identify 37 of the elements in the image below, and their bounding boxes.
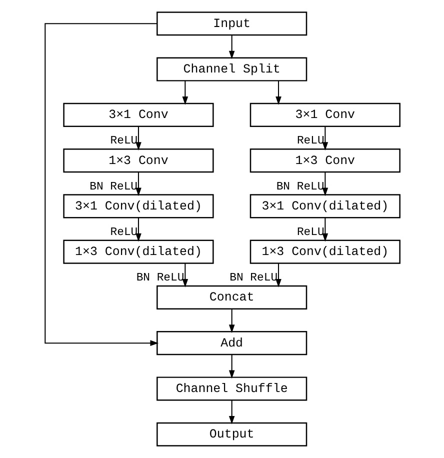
node-box: 3×1 Conv(dilated) — [62, 194, 214, 218]
arrow — [228, 400, 234, 424]
arrow — [228, 35, 234, 60]
node-box: Channel Split — [156, 57, 307, 82]
node-box: 1×3 Conv — [249, 148, 400, 173]
node-box: 1×3 Conv — [62, 148, 214, 173]
arrow — [182, 263, 188, 288]
node-box: Channel Shuffle — [156, 376, 307, 401]
arrow — [228, 308, 234, 333]
arrow — [275, 263, 281, 288]
arrow — [322, 218, 328, 242]
edge-label: BN ReLU — [229, 272, 278, 285]
node-box: 3×1 Conv(dilated) — [249, 194, 400, 218]
arrow — [135, 218, 141, 242]
node-box: Output — [156, 422, 307, 446]
arrow — [228, 354, 234, 379]
node-box: Input — [156, 12, 307, 36]
edge-label: ReLU — [110, 226, 138, 239]
edge-label: BN ReLU — [276, 181, 324, 194]
arrow — [275, 80, 281, 105]
arrow — [135, 126, 141, 150]
node-box: Concat — [156, 285, 307, 310]
edge-label: ReLU — [110, 136, 138, 148]
arrow — [322, 126, 328, 150]
node-box: Add — [156, 331, 307, 356]
arrow — [44, 23, 158, 346]
edge-label: ReLU — [296, 136, 324, 148]
node-box: 1×3 Conv(dilated) — [249, 240, 400, 264]
arrow — [182, 80, 188, 105]
edge-label: ReLU — [296, 226, 324, 239]
node-box: 1×3 Conv(dilated) — [62, 240, 214, 264]
arrow — [135, 172, 141, 196]
edge-label: BN ReLU — [89, 181, 138, 194]
edge-label: BN ReLU — [136, 272, 184, 285]
node-box: 3×1 Conv — [62, 102, 214, 127]
arrow — [322, 172, 328, 196]
node-box: 3×1 Conv — [249, 102, 400, 127]
